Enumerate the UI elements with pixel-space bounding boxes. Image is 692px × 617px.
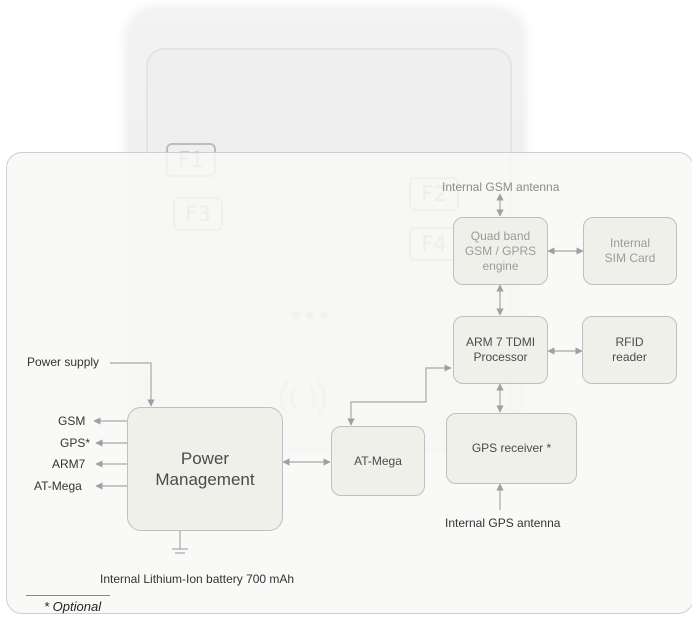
power-supply-label: Power supply (27, 355, 100, 369)
at-mega-box: AT-Mega (331, 426, 425, 496)
footnote-rule (26, 595, 110, 596)
atmega-output-label: AT-Mega (34, 479, 82, 493)
rfid-reader-box: RFID reader (582, 316, 677, 384)
gps-output-label: GPS* (60, 436, 91, 450)
gsm-output-label: GSM (58, 414, 86, 428)
power-supply-link (110, 362, 155, 407)
atmega-arm-link (347, 364, 452, 426)
footnote: * Optional (44, 599, 102, 614)
arm7-output-label: ARM7 (52, 457, 86, 471)
sim-card-box: Internal SIM Card (583, 217, 677, 285)
gsm-gprs-engine-box: Quad band GSM / GPRS engine (453, 217, 548, 285)
power-management-box: Power Management (127, 407, 283, 531)
battery-label: Internal Lithium-Ion battery 700 mAh (100, 572, 295, 586)
gps-receiver-box: GPS receiver * (446, 413, 577, 484)
arm-processor-box: ARM 7 TDMI Processor (453, 316, 548, 384)
gps-antenna-label: Internal GPS antenna (445, 516, 561, 530)
gsm-antenna-label: Internal GSM antenna (442, 180, 560, 194)
